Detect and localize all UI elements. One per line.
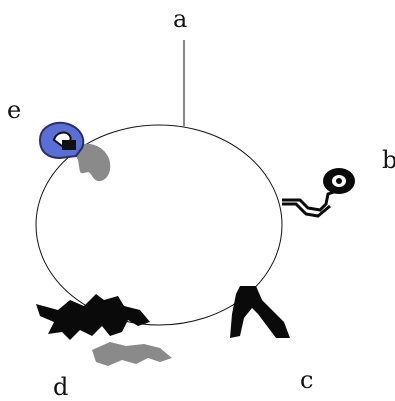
label-b: b	[382, 148, 395, 172]
label-a: a	[173, 7, 187, 31]
black-inverted-v-legs-icon	[230, 286, 290, 338]
label-c: c	[300, 368, 313, 392]
black-pipe-figure-icon	[282, 168, 355, 216]
blue-bent-figure-with-gray-shadow-icon	[40, 123, 110, 181]
black-splat-with-gray-shadow-icon	[36, 294, 172, 366]
label-d: d	[53, 375, 68, 399]
label-e: e	[7, 98, 21, 122]
